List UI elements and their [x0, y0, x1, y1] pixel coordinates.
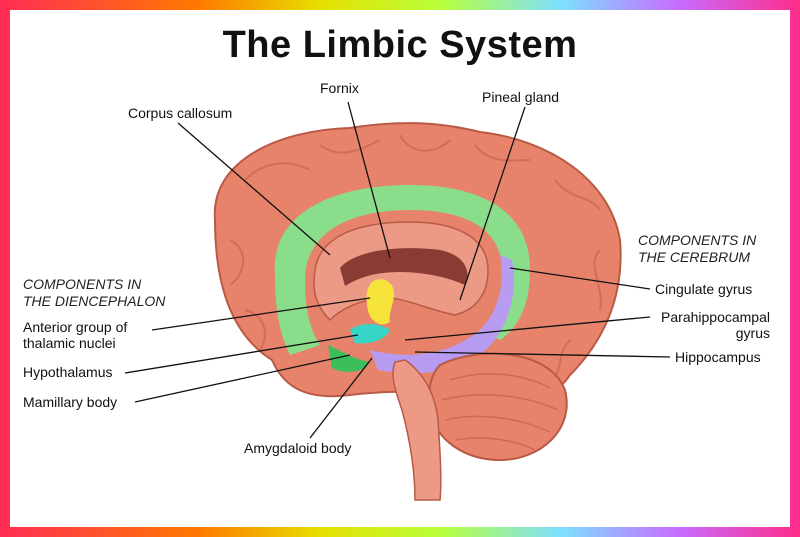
leader-corpus-callosum — [177, 122, 331, 256]
label-parahippocampal-line-1: Parahippocampal — [661, 309, 770, 325]
label-hippocampus: Hippocampus — [675, 349, 761, 365]
cerebellum-folds — [441, 373, 559, 451]
label-anterior-group: Anterior group of thalamic nuclei — [23, 319, 127, 351]
leader-cingulate — [509, 267, 651, 290]
leader-hippocampus — [414, 351, 671, 358]
cerebrum-heading: COMPONENTS IN THE CEREBRUM — [638, 232, 756, 266]
label-pineal-gland: Pineal gland — [482, 89, 560, 105]
hypothalamus-shape — [350, 324, 390, 344]
limbic-lower-shape — [328, 345, 370, 372]
label-anterior-group-line-2: thalamic nuclei — [23, 335, 116, 351]
leader-anterior-group — [151, 297, 371, 331]
fornix-shape — [340, 248, 468, 286]
label-parahippocampal-gyrus: Parahippocampal gyrus — [650, 309, 770, 341]
label-fornix: Fornix — [320, 80, 359, 96]
page-title: The Limbic System — [222, 24, 578, 66]
leader-amygdaloid — [309, 357, 373, 439]
hippocampus-shape — [370, 255, 514, 374]
label-corpus-callosum: Corpus callosum — [128, 105, 233, 121]
cerebrum-heading-line-2: THE CEREBRUM — [638, 249, 751, 265]
diencephalon-heading: COMPONENTS IN THE DIENCEPHALON — [23, 276, 165, 310]
leader-mamillary — [134, 354, 351, 403]
leader-hypothalamus — [124, 334, 359, 374]
label-anterior-group-line-1: Anterior group of — [23, 319, 128, 335]
diagram-panel: The Limbic System COMPONENTS IN THE DIEN… — [10, 10, 790, 527]
brainstem-shape — [392, 359, 442, 501]
cerebrum-heading-line-1: COMPONENTS IN — [638, 232, 757, 248]
gyri-folds — [229, 134, 602, 383]
leader-pineal — [459, 106, 526, 301]
leader-parahippocampal — [404, 316, 651, 341]
label-hypothalamus: Hypothalamus — [23, 364, 113, 380]
label-mamillary-body: Mamillary body — [23, 394, 118, 410]
diencephalon-heading-line-2: THE DIENCEPHALON — [23, 293, 166, 309]
thalamic-nuclei-shape — [366, 279, 395, 325]
cerebellum-shape — [428, 352, 568, 462]
brain-illustration — [124, 101, 671, 501]
cingulate-band — [274, 185, 530, 355]
label-parahippocampal-line-2: gyrus — [735, 325, 770, 341]
label-amygdaloid-body: Amygdaloid body — [244, 440, 352, 456]
diencephalon-heading-line-1: COMPONENTS IN — [23, 276, 142, 292]
leader-fornix — [347, 101, 391, 259]
label-cingulate-gyrus: Cingulate gyrus — [655, 281, 753, 297]
leader-lines — [124, 101, 671, 439]
